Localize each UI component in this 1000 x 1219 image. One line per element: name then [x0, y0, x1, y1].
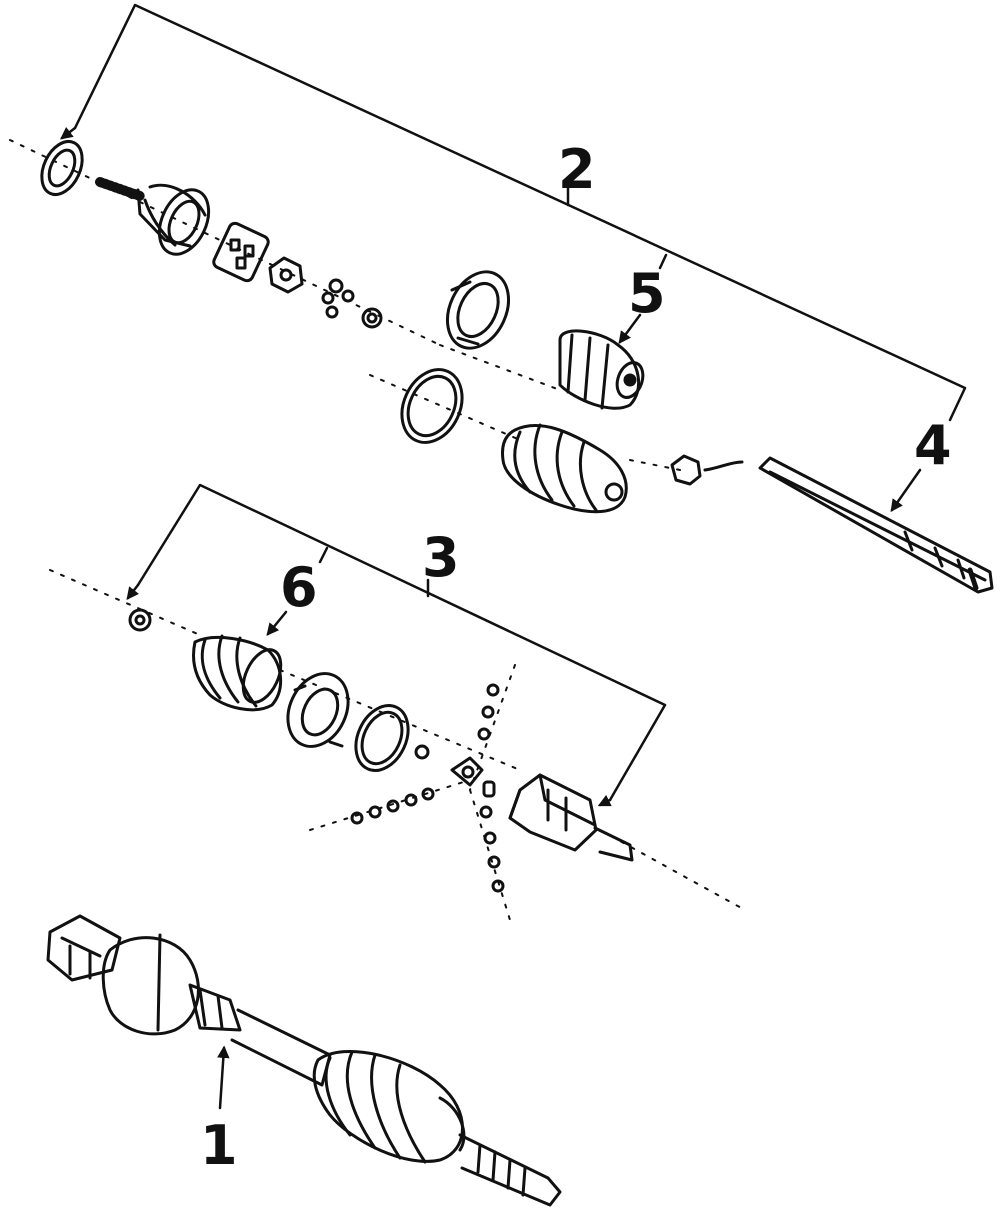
boot-clamp-large	[400, 368, 464, 444]
boot-cap	[446, 270, 510, 350]
cv-boot-upper	[501, 423, 628, 514]
tripod-housing-ring	[286, 672, 350, 748]
axis-lines	[9, 139, 746, 921]
tripod-housing	[508, 773, 634, 862]
bracket-3	[126, 483, 667, 807]
callout-5-arrow	[618, 313, 642, 345]
callout-4-arrow	[890, 468, 922, 513]
balls	[321, 278, 355, 319]
intermediate-shaft	[758, 456, 994, 594]
outer-cv-joint	[95, 177, 211, 256]
bracket-2	[60, 3, 967, 422]
callout-3: 3	[422, 526, 460, 589]
tripod-spider	[350, 683, 505, 893]
callout-1-arrow	[217, 1045, 230, 1110]
callout-1: 1	[200, 1114, 238, 1177]
snap-ring-upper	[361, 307, 383, 329]
cv-boot-lower	[192, 634, 283, 712]
dynamic-damper	[558, 329, 645, 410]
callout-6: 6	[280, 556, 318, 619]
callout-4: 4	[914, 414, 952, 477]
lower-clamp-small	[128, 608, 152, 632]
outer-clamp	[40, 140, 84, 196]
callout-6-arrow	[266, 610, 288, 636]
callout-5: 5	[628, 262, 666, 325]
complete-axle-shaft	[46, 914, 562, 1207]
bearing-cage	[212, 221, 270, 283]
callout-2: 2	[558, 138, 596, 201]
snap-ring-lower	[354, 704, 410, 772]
small-clamp	[670, 454, 744, 486]
inner-race	[268, 256, 304, 294]
